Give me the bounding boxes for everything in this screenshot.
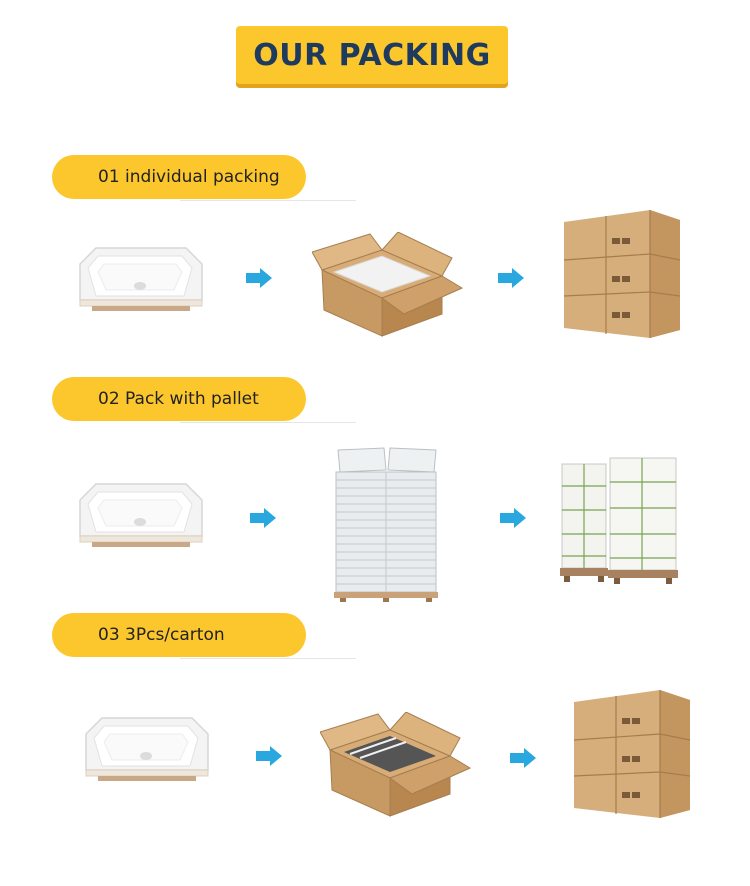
arrow-right-icon bbox=[256, 746, 282, 766]
stacked-sinks-image bbox=[330, 442, 442, 602]
sink-image bbox=[80, 712, 216, 784]
arrow-right-icon bbox=[250, 508, 276, 528]
sink-image bbox=[74, 242, 210, 314]
section-label-individual: 01 individual packing bbox=[52, 155, 306, 199]
wrapped-pallets-image bbox=[556, 452, 682, 588]
section-label-carton: 03 3Pcs/carton bbox=[52, 613, 306, 657]
page-title: OUR PACKING bbox=[253, 37, 491, 73]
arrow-right-icon bbox=[246, 268, 272, 288]
arrow-right-icon bbox=[498, 268, 524, 288]
title-banner: OUR PACKING bbox=[236, 26, 508, 84]
pallet-boxes-image bbox=[556, 210, 684, 340]
section-divider bbox=[180, 422, 356, 423]
section-divider bbox=[180, 200, 356, 201]
section-label-pallet: 02 Pack with pallet bbox=[52, 377, 306, 421]
section-divider bbox=[180, 658, 356, 659]
sink-image bbox=[74, 478, 210, 550]
pallet-boxes-image bbox=[566, 690, 694, 820]
arrow-right-icon bbox=[500, 508, 526, 528]
open-carton-image bbox=[312, 232, 464, 338]
arrow-right-icon bbox=[510, 748, 536, 768]
open-carton-image bbox=[320, 712, 472, 818]
